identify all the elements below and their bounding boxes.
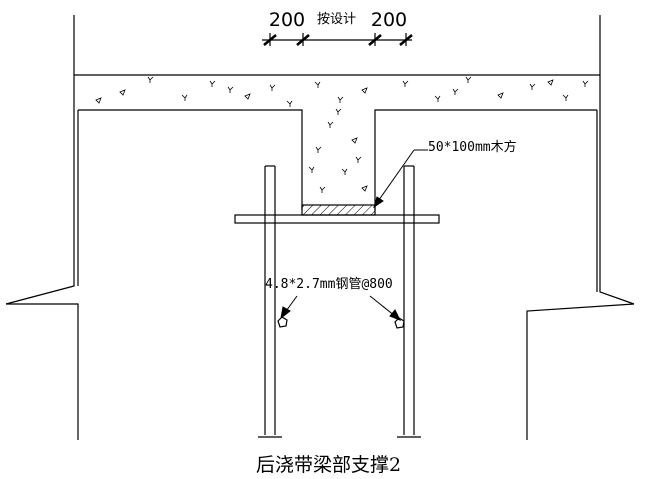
aggregate-mark xyxy=(337,96,344,103)
concrete-slab xyxy=(74,74,600,210)
aggregate-mark xyxy=(315,146,322,153)
right-wall xyxy=(526,15,635,440)
aggregate-mark xyxy=(227,86,234,93)
left-wall xyxy=(5,15,79,440)
concrete-aggregate xyxy=(95,76,589,193)
aggregate-mark xyxy=(582,80,589,87)
aggregate-mark xyxy=(402,80,409,87)
right-steel-pipe xyxy=(397,165,421,438)
aggregate-mark xyxy=(465,76,472,83)
aggregate-mark xyxy=(547,79,554,86)
steel-pipe-label: 4.8*2.7mm钢管@800 xyxy=(265,277,393,292)
aggregate-mark xyxy=(452,88,459,95)
left-pipe-coupler xyxy=(277,316,288,328)
pipe-leaders xyxy=(280,295,402,321)
aggregate-mark xyxy=(319,186,326,193)
timber-label: 50*100mm木方 xyxy=(428,139,517,155)
aggregate-mark xyxy=(269,84,276,91)
aggregate-mark xyxy=(308,166,315,173)
drawing-caption: 后浇带梁部支撑2 xyxy=(256,454,401,476)
aggregate-mark xyxy=(497,92,504,99)
dim-right-value: 200 xyxy=(371,9,407,31)
aggregate-mark xyxy=(147,76,154,83)
aggregate-mark xyxy=(181,94,188,101)
aggregate-mark xyxy=(361,87,368,94)
dimension-line xyxy=(262,33,413,46)
aggregate-mark xyxy=(314,81,321,88)
aggregate-mark xyxy=(335,108,342,115)
aggregate-mark xyxy=(119,89,126,96)
aggregate-mark xyxy=(355,156,362,163)
aggregate-mark xyxy=(327,121,334,128)
dim-left-value: 200 xyxy=(269,9,305,31)
aggregate-mark xyxy=(95,97,102,104)
aggregate-mark xyxy=(341,168,348,175)
dim-middle-text: 按设计 xyxy=(317,12,356,27)
aggregate-mark xyxy=(286,100,293,107)
aggregate-mark xyxy=(562,94,569,101)
aggregate-mark xyxy=(361,185,368,192)
timber-block xyxy=(301,204,376,216)
aggregate-mark xyxy=(244,93,251,100)
aggregate-mark xyxy=(351,137,358,144)
aggregate-mark xyxy=(209,80,216,87)
left-steel-pipe xyxy=(258,165,282,438)
aggregate-mark xyxy=(529,83,536,90)
timber-leader xyxy=(373,149,428,209)
aggregate-mark xyxy=(434,95,441,102)
